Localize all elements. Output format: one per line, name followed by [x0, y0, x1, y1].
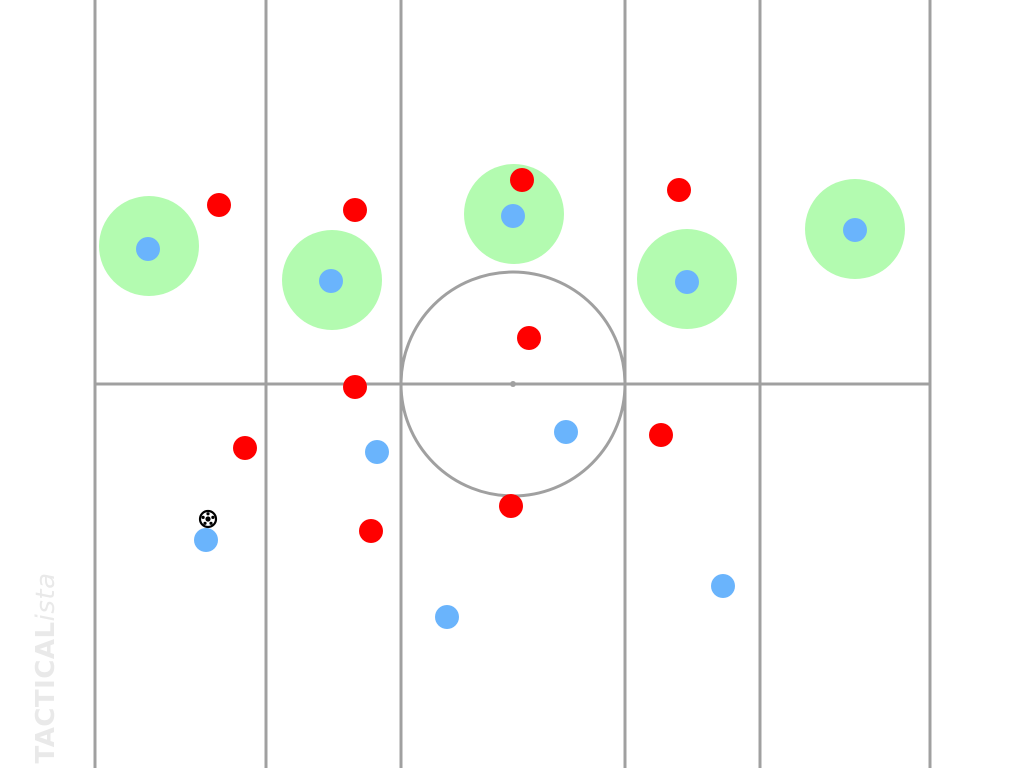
blue-player	[501, 204, 525, 228]
red-player	[233, 436, 257, 460]
blue-player	[675, 270, 699, 294]
blue-player	[365, 440, 389, 464]
red-player	[510, 168, 534, 192]
red-player	[649, 423, 673, 447]
blue-player	[843, 218, 867, 242]
blue-player	[435, 605, 459, 629]
soccer-ball-icon	[198, 509, 218, 529]
watermark-brand-strong: TACTICAL	[31, 621, 61, 764]
red-team	[207, 168, 691, 543]
red-player	[207, 193, 231, 217]
blue-player	[136, 237, 160, 261]
blue-player	[711, 574, 735, 598]
blue-team	[136, 204, 867, 629]
blue-player	[554, 420, 578, 444]
watermark-brand-light: ista	[31, 572, 61, 622]
centre-spot	[510, 381, 516, 387]
red-player	[667, 178, 691, 202]
highlight-zones	[99, 164, 905, 330]
watermark-logo: TACTICALista	[31, 572, 61, 763]
blue-player	[319, 269, 343, 293]
blue-player	[194, 528, 218, 552]
red-player	[499, 494, 523, 518]
red-player	[343, 375, 367, 399]
red-player	[359, 519, 383, 543]
red-player	[517, 326, 541, 350]
red-player	[343, 198, 367, 222]
